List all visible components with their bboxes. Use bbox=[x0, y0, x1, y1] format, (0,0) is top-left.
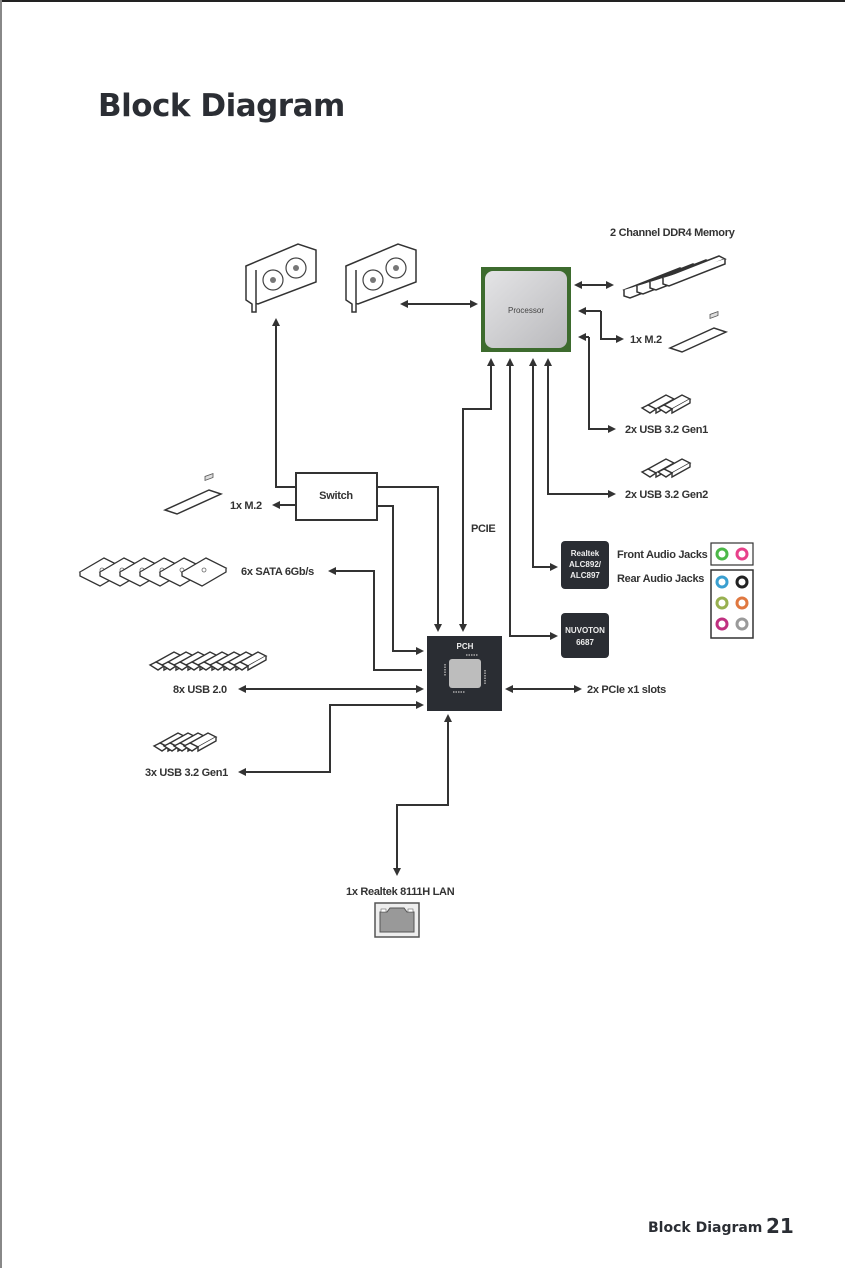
rear-audio-label: Rear Audio Jacks bbox=[617, 573, 704, 585]
audio-codec-line3: ALC897 bbox=[570, 571, 600, 580]
usb-gen1-pch-icon bbox=[153, 732, 217, 752]
page-top-border bbox=[0, 0, 845, 2]
page-title: Block Diagram bbox=[98, 88, 345, 124]
m2-ssd-icon bbox=[164, 472, 222, 515]
ddr4-memory-icon bbox=[623, 255, 726, 299]
lan-label: 1x Realtek 8111H LAN bbox=[346, 886, 455, 898]
rear-audio-jacks-icon bbox=[710, 569, 754, 639]
rear-audio-jack bbox=[735, 596, 749, 610]
pch-chip: PCH bbox=[427, 636, 502, 711]
pcie-label: PCIE bbox=[471, 523, 495, 535]
pch-usb-gen1-label: 3x USB 3.2 Gen1 bbox=[145, 767, 228, 779]
connector-cpu-pch-pcie bbox=[459, 358, 495, 632]
superio-line2: 6687 bbox=[576, 638, 594, 647]
front-audio-jacks-icon bbox=[710, 542, 754, 566]
switch-label: Switch bbox=[319, 490, 353, 502]
connector-switch-pch-1 bbox=[377, 486, 442, 632]
processor-label: Processor bbox=[508, 306, 544, 315]
rear-audio-jack bbox=[715, 575, 729, 589]
connector-cpu-audio bbox=[529, 358, 558, 571]
sata-label: 6x SATA 6Gb/s bbox=[241, 566, 314, 578]
usb20-icon bbox=[149, 651, 267, 671]
graphics-card-icon bbox=[345, 243, 417, 313]
superio-chip: NUVOTON 6687 bbox=[561, 613, 609, 658]
usb20-label: 8x USB 2.0 bbox=[173, 684, 227, 696]
pcie-x1-label: 2x PCIe x1 slots bbox=[587, 684, 666, 696]
m2-ssd-icon bbox=[669, 310, 727, 353]
connector-pch-lan bbox=[393, 714, 452, 876]
audio-codec-line1: Realtek bbox=[571, 549, 600, 558]
rear-audio-jack bbox=[735, 575, 749, 589]
superio-line1: NUVOTON bbox=[565, 626, 605, 635]
connector-cpu-usb-gen1 bbox=[588, 337, 616, 433]
rear-audio-jack bbox=[735, 617, 749, 631]
memory-label: 2 Channel DDR4 Memory bbox=[610, 227, 736, 239]
connector-pch-sata bbox=[328, 567, 422, 671]
front-audio-label: Front Audio Jacks bbox=[617, 549, 708, 561]
connector-switch-gpu bbox=[272, 318, 296, 488]
pch-label: PCH bbox=[457, 642, 474, 651]
usb-gen1-cpu-icon bbox=[641, 394, 691, 414]
connector-switch-pch-2 bbox=[377, 505, 424, 655]
front-audio-jack bbox=[715, 547, 729, 561]
switch-m2-label: 1x M.2 bbox=[230, 500, 262, 512]
ethernet-port-icon bbox=[374, 902, 420, 938]
page-left-border bbox=[0, 0, 2, 1268]
footer-page-number: 21 bbox=[766, 1214, 794, 1238]
audio-codec-chip: Realtek ALC892/ ALC897 bbox=[561, 541, 609, 589]
front-audio-jack bbox=[735, 547, 749, 561]
connector-pch-usb-gen1 bbox=[238, 701, 424, 776]
rear-audio-jack bbox=[715, 596, 729, 610]
switch-block: Switch bbox=[295, 472, 378, 521]
connector-cpu-superio bbox=[506, 358, 558, 640]
footer-section-label: Block Diagram bbox=[648, 1220, 763, 1236]
processor-block: Processor bbox=[481, 267, 571, 352]
audio-codec-line2: ALC892/ bbox=[569, 560, 602, 569]
usb-gen2-icon bbox=[641, 458, 691, 478]
cpu-usb-gen1-label: 2x USB 3.2 Gen1 bbox=[625, 424, 708, 436]
rear-audio-jack bbox=[715, 617, 729, 631]
graphics-card-icon bbox=[245, 243, 317, 313]
sata-drives-icon bbox=[79, 557, 227, 587]
cpu-m2-label: 1x M.2 bbox=[630, 334, 662, 346]
cpu-usb-gen2-label: 2x USB 3.2 Gen2 bbox=[625, 489, 708, 501]
connector-cpu-usb-gen2 bbox=[544, 358, 616, 498]
connector-cpu-m2 bbox=[600, 311, 624, 343]
